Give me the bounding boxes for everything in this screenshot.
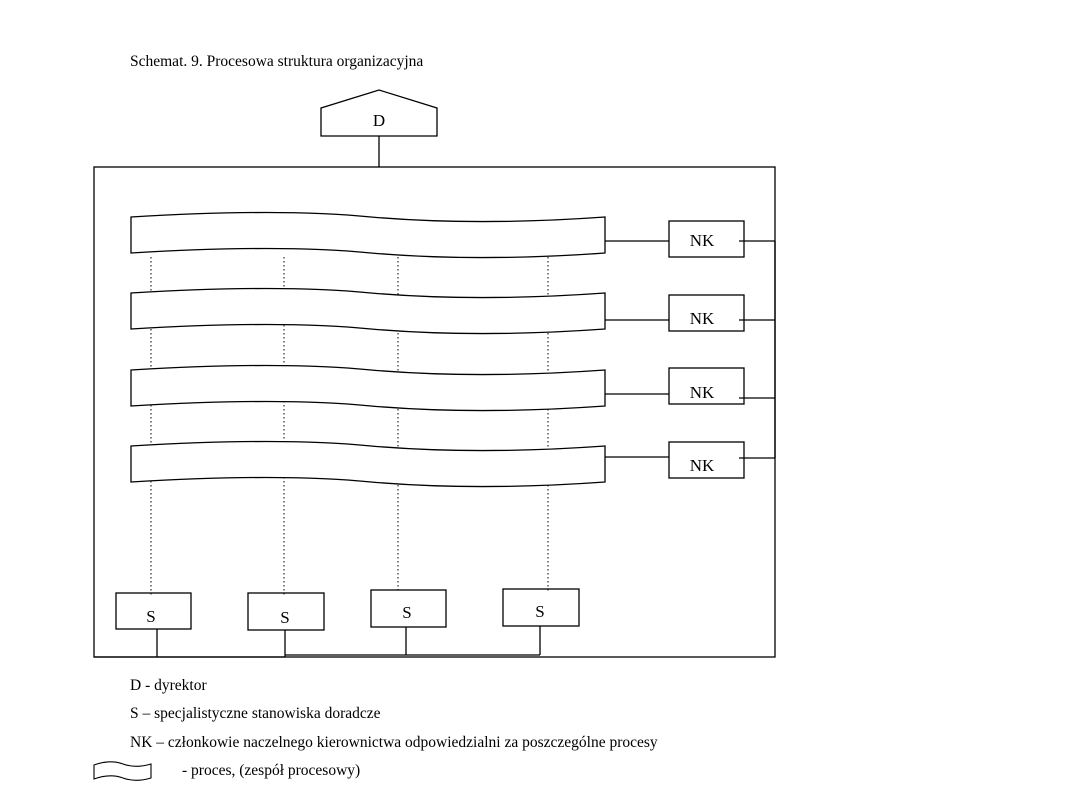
director-label: D [373,111,385,130]
specialist-box-1 [115,592,192,630]
nk-label-1: NK [690,231,715,250]
legend-nk: NK – członkowie naczelnego kierownictwa … [130,734,658,751]
nk-label-3: NK [690,383,715,402]
process-band-1 [130,211,606,259]
specialist-box-3 [370,589,447,628]
legend-s: S – specjalistyczne stanowiska doradcze [130,705,381,722]
specialist-box-2 [247,592,325,631]
nk-box-1 [668,220,745,258]
specialist-label-4: S [535,602,544,621]
specialist-label-1: S [146,607,155,626]
legend-process-symbol [93,761,152,781]
figure-title: Schemat. 9. Procesowa struktura organiza… [130,53,424,70]
nk-box-2 [668,294,745,332]
process-band-3 [130,364,606,412]
director-box [320,89,438,137]
nk-label-4: NK [690,456,715,475]
nk-box-3 [668,367,745,405]
specialist-bus [94,626,541,658]
specialist-box-4 [502,588,580,627]
specialist-label-2: S [280,608,289,627]
process-band-2 [130,287,606,335]
legend-proces: - proces, (zespół procesowy) [182,762,361,779]
specialist-label-3: S [402,603,411,622]
nk-box-4 [668,441,745,479]
process-band-4 [130,440,606,488]
legend-d: D - dyrektor [130,677,207,694]
nk-label-2: NK [690,309,715,328]
nk-bus [739,240,776,459]
